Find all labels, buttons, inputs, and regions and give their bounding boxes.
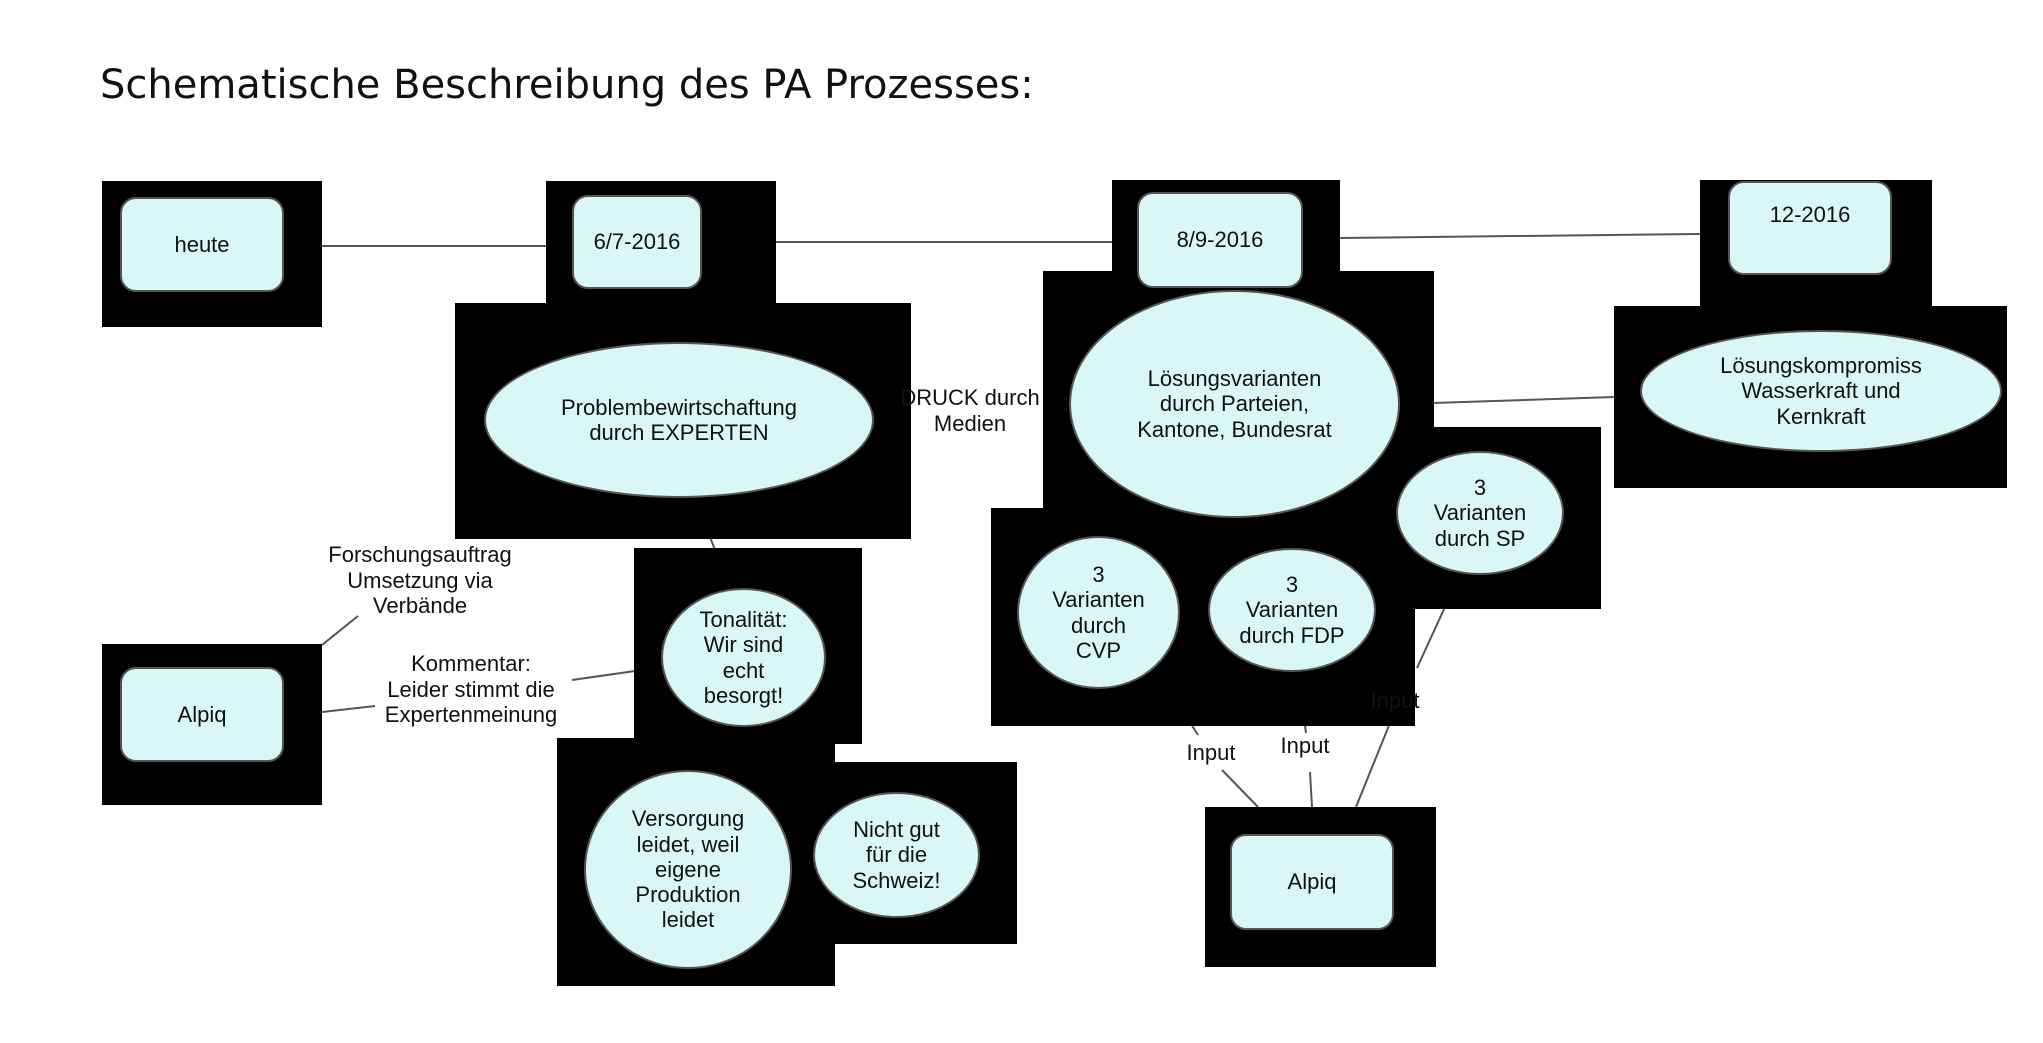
label-forschungsauftrag: Forschungsauftrag Umsetzung via Verbände: [328, 542, 512, 619]
node-problembewirtschaftung[interactable]: Problembewirtschaftung durch EXPERTEN: [484, 342, 874, 498]
node-loesungsvarianten[interactable]: Lösungsvarianten durch Parteien, Kantone…: [1069, 290, 1400, 518]
node-nicht-gut[interactable]: Nicht gut für die Schweiz!: [813, 792, 980, 918]
node-varianten-sp[interactable]: 3 Varianten durch SP: [1396, 451, 1564, 575]
connector-alpiq-kommentar: [321, 705, 376, 713]
node-heute[interactable]: heute: [120, 197, 284, 292]
node-date-6-7-2016[interactable]: 6/7-2016: [572, 195, 702, 289]
connector-kommentar-tonalitaet: [571, 670, 636, 681]
connector-d89-to-d12: [1337, 233, 1701, 239]
label-druck-durch-medien: DRUCK durch Medien: [900, 385, 1040, 436]
node-alpiq-left[interactable]: Alpiq: [120, 667, 284, 762]
label-input-fdp: Input: [1280, 733, 1330, 758]
connector-problem-to-tonalitaet: [709, 536, 716, 551]
node-varianten-fdp[interactable]: 3 Varianten durch FDP: [1208, 548, 1376, 672]
label-input-cvp: Input: [1186, 740, 1236, 765]
page-title: Schematische Beschreibung des PA Prozess…: [100, 62, 1034, 108]
connector-loesung-to-kompromiss: [1432, 396, 1615, 404]
node-alpiq-bottom[interactable]: Alpiq: [1230, 834, 1394, 930]
connector-alpiq-forschung: [321, 615, 359, 646]
connector-input-alpiq-3: [1355, 717, 1393, 808]
node-date-12-2016[interactable]: 12-2016: [1728, 181, 1892, 275]
label-kommentar: Kommentar: Leider stimmt die Expertenmei…: [384, 651, 558, 728]
node-versorgung[interactable]: Versorgung leidet, weil eigene Produktio…: [584, 770, 792, 969]
node-date-8-9-2016[interactable]: 8/9-2016: [1137, 192, 1303, 288]
node-varianten-cvp[interactable]: 3 Varianten durch CVP: [1017, 536, 1180, 689]
connector-sp-input: [1416, 606, 1446, 669]
node-loesungskompromiss[interactable]: Lösungskompromiss Wasserkraft und Kernkr…: [1640, 330, 2002, 452]
node-tonalitaet[interactable]: Tonalität: Wir sind echt besorgt!: [661, 588, 826, 727]
connector-input-alpiq-1: [1221, 769, 1259, 808]
connector-input-alpiq-2: [1309, 771, 1313, 808]
label-input-sp: Input: [1370, 688, 1420, 713]
